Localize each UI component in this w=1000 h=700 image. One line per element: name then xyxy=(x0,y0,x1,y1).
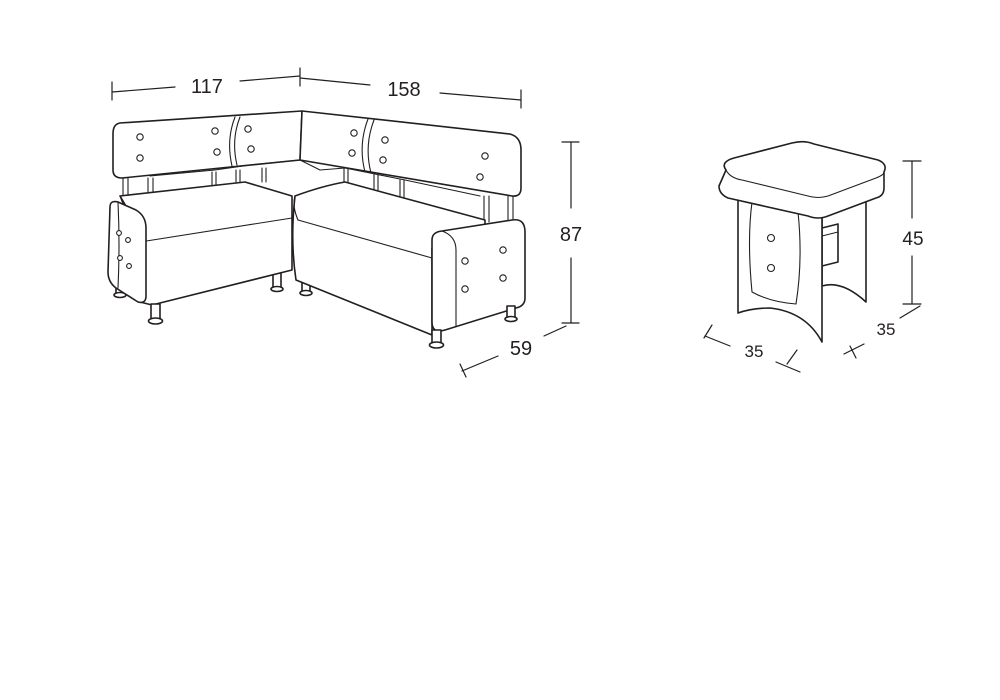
stool-seat-cushion xyxy=(718,140,886,219)
sofa-left-armrest xyxy=(107,200,147,304)
stool-depth-label: 35 xyxy=(877,320,896,339)
dimension-stool-height: 45 xyxy=(902,160,924,305)
dimension-stool-width: 35 xyxy=(703,324,801,373)
stool-back-parts xyxy=(821,195,867,303)
sofa-depth-label: 59 xyxy=(510,338,532,360)
dimension-sofa-width-left: 117 xyxy=(111,67,301,101)
stool-width-label: 35 xyxy=(745,342,764,361)
sofa-height-label: 87 xyxy=(560,224,582,246)
sofa-width-right-label: 158 xyxy=(387,79,420,101)
dimension-sofa-width-right: 158 xyxy=(299,77,522,109)
dimension-stool-depth: 35 xyxy=(843,305,921,359)
sofa-width-left-label: 117 xyxy=(191,76,223,98)
dimension-sofa-depth: 59 xyxy=(459,325,567,378)
dimension-sofa-height: 87 xyxy=(560,141,582,324)
sofa-backrest xyxy=(112,110,522,197)
sofa-legs-front xyxy=(147,303,518,349)
corner-sofa: 117 158 87 59 xyxy=(107,67,582,378)
sofa-right-armrest xyxy=(431,218,526,332)
stool: 45 35 35 xyxy=(703,140,924,373)
stool-front-panel xyxy=(737,195,823,343)
stool-height-label: 45 xyxy=(902,229,923,250)
backrest-posts xyxy=(122,167,514,233)
